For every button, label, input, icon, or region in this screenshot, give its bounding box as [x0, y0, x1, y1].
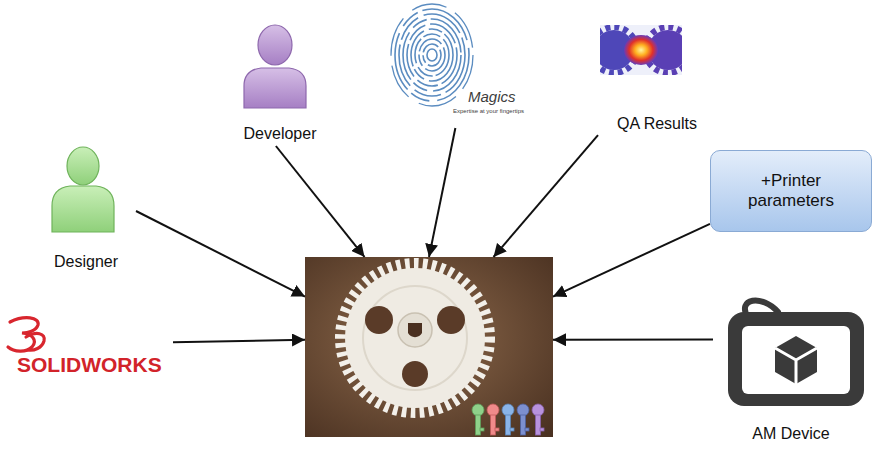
- flow-arrow: [553, 224, 710, 297]
- gear-hole: [437, 306, 465, 334]
- gear-rim: [363, 286, 467, 390]
- gear-teeth: [341, 264, 489, 412]
- node-label: Designer: [38, 252, 134, 271]
- fingerprint-ridge: [399, 14, 465, 96]
- developer-icon: [244, 25, 306, 108]
- flow-arrow: [136, 211, 305, 297]
- node-label: Developer: [230, 124, 330, 143]
- flow-arrow: [493, 135, 598, 257]
- qa-heatmap: [600, 25, 682, 75]
- fingerprint-ridge: [407, 24, 457, 86]
- flow-arrow: [553, 338, 713, 340]
- gear-photo: [305, 257, 553, 437]
- person-label-box: Designer: [38, 148, 136, 274]
- printer-icon: [728, 301, 864, 406]
- person-body: [52, 186, 114, 232]
- device-label-box: AM Device: [713, 300, 871, 446]
- designer-icon: [52, 147, 114, 232]
- fingerprint-ridge: [423, 44, 441, 66]
- person-label-box: Developer: [230, 20, 332, 146]
- node-label: AM Device: [713, 424, 869, 443]
- photo-ground: [305, 257, 553, 437]
- image-label-box: QA Results: [598, 22, 718, 135]
- brand-mark: [8, 318, 44, 351]
- key-icon: [472, 404, 484, 435]
- person-head: [67, 147, 99, 185]
- node-label: +Printer parameters: [731, 171, 851, 212]
- gear-bore: [408, 323, 422, 337]
- printer-window: [742, 326, 850, 394]
- gear-body: [345, 268, 485, 408]
- logo-box: MagicsExpertise at your fingertips: [383, 0, 537, 128]
- fingerprint-ridge: [419, 39, 445, 71]
- key-icon: [532, 404, 544, 435]
- flow-arrow: [429, 128, 455, 257]
- parameter-box: +Printer parameters: [710, 150, 872, 232]
- fingerprint-logo: [391, 4, 473, 106]
- key-icon: [487, 404, 499, 435]
- fingerprint-ridge: [415, 34, 449, 76]
- cube-edges: [775, 348, 817, 384]
- fingerprint-ridge: [391, 4, 473, 106]
- flow-arrow: [276, 146, 365, 257]
- node-label: Magics: [468, 88, 530, 106]
- flow-arrow: [173, 340, 305, 342]
- key-icon: [517, 404, 529, 435]
- gear-hole: [402, 361, 428, 387]
- printer-cube: [775, 336, 817, 384]
- person-body: [244, 68, 306, 108]
- gear-photo-box: [305, 257, 553, 437]
- brand-stroke: [26, 334, 44, 351]
- fingerprint-ridge: [411, 29, 453, 81]
- printer-frame: [728, 312, 864, 406]
- gear-hole: [365, 306, 393, 334]
- gear-hub: [398, 313, 432, 347]
- fingerprint-ridge: [427, 49, 437, 61]
- node-label: QA Results: [598, 114, 716, 133]
- key-icons: [472, 404, 544, 435]
- logo-box: SOLIDWORKS: [5, 312, 173, 379]
- node-sublabel: Expertise at your fingertips: [453, 108, 535, 115]
- fingerprint-ridge: [403, 19, 461, 91]
- key-icon: [502, 404, 514, 435]
- stress-hotspot: [624, 35, 658, 65]
- person-head: [258, 25, 292, 65]
- fingerprint-ridge: [395, 9, 469, 101]
- node-label: SOLIDWORKS: [17, 352, 169, 377]
